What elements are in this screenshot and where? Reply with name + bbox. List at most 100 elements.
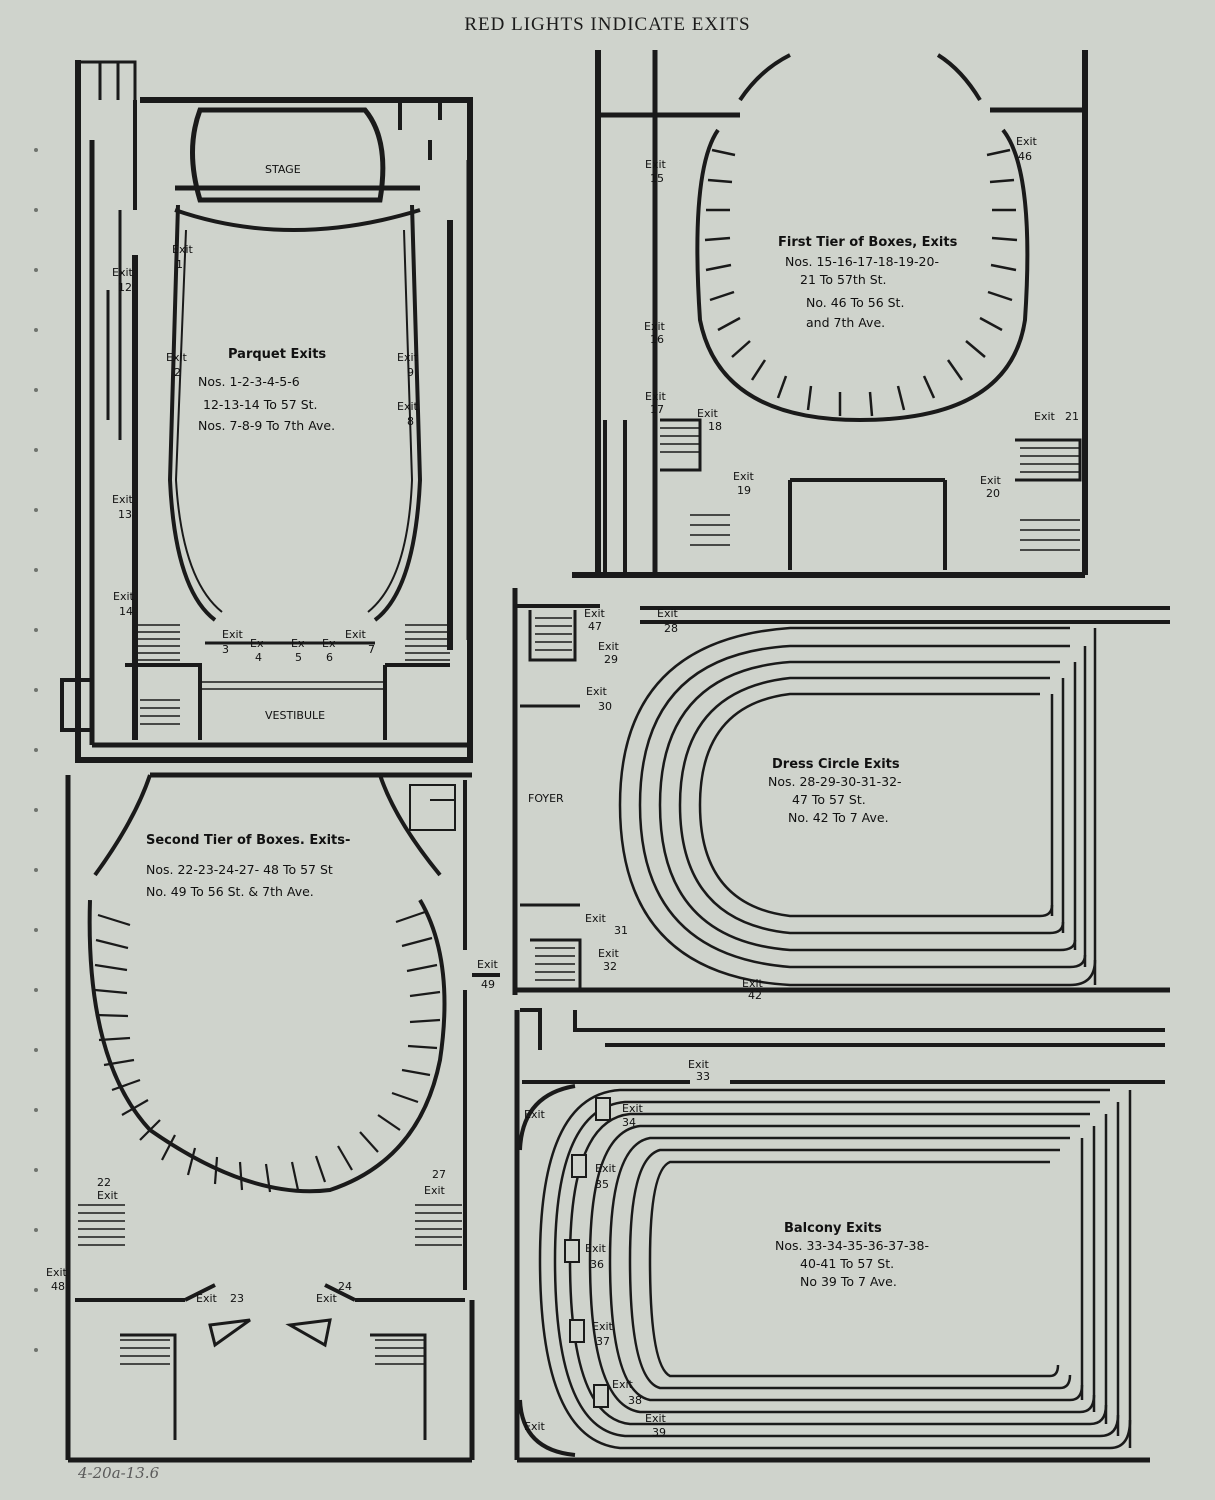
dress-circle-line-2: 47 To 57 St. bbox=[792, 792, 866, 807]
exit-19-number: 19 bbox=[737, 484, 751, 497]
dress-circle-stairs bbox=[535, 617, 575, 981]
exit-24-number: 24 bbox=[338, 1280, 352, 1293]
exit-40-word: Exit bbox=[524, 1108, 546, 1121]
second-tier-line-1: Nos. 22-23-24-27- 48 To 57 St bbox=[146, 862, 333, 877]
dress-circle-title: Dress Circle Exits bbox=[772, 757, 900, 772]
balcony-exit-boxes bbox=[564, 1097, 611, 1408]
exit-39-word: Exit bbox=[645, 1412, 667, 1425]
exit-37-number: 37 bbox=[596, 1335, 610, 1348]
exit-16-number: 16 bbox=[650, 333, 664, 346]
exit-4-number: 4 bbox=[255, 651, 262, 664]
first-tier-panel: First Tier of Boxes, Exits Nos. 15-16-17… bbox=[572, 50, 1088, 578]
dress-circle-line-3: No. 42 To 7 Ave. bbox=[788, 810, 889, 825]
exit-34-number: 34 bbox=[622, 1116, 636, 1129]
vestibule-stairs bbox=[135, 624, 450, 725]
parquet-panel: Parquet Exits Nos. 1-2-3-4-5-6 12-13-14 … bbox=[60, 60, 473, 763]
exit-18-word: Exit bbox=[697, 407, 719, 420]
stage-label: STAGE bbox=[265, 163, 301, 176]
second-tier-partitions bbox=[94, 910, 441, 1193]
exit-5-word: Ex bbox=[291, 637, 305, 650]
exit-6-number: 6 bbox=[326, 651, 333, 664]
balcony-line-1: Nos. 33-34-35-36-37-38- bbox=[775, 1238, 929, 1253]
parquet-line-1: Nos. 1-2-3-4-5-6 bbox=[198, 374, 300, 389]
pencil-note: 4-20a-13.6 bbox=[78, 1464, 160, 1482]
balcony-line-3: No 39 To 7 Ave. bbox=[800, 1274, 897, 1289]
exit-35-number: 35 bbox=[595, 1178, 609, 1191]
exit-48-word: Exit bbox=[46, 1266, 68, 1279]
exit-18-number: 18 bbox=[708, 420, 722, 433]
exit-27-number: 27 bbox=[432, 1168, 446, 1181]
second-tier-line-2: No. 49 To 56 St. & 7th Ave. bbox=[146, 884, 314, 899]
exit-20-number: 20 bbox=[986, 487, 1000, 500]
first-tier-line-1: Nos. 15-16-17-18-19-20- bbox=[785, 254, 939, 269]
exit-27-word: Exit bbox=[424, 1184, 446, 1197]
exit-22-number: 22 bbox=[97, 1176, 111, 1189]
exit-31-number: 31 bbox=[614, 924, 628, 937]
exit-49-number: 49 bbox=[481, 978, 495, 991]
exit-24-word: Exit bbox=[316, 1292, 338, 1305]
exit-46-number: 46 bbox=[1018, 150, 1032, 163]
exit-23-number: 23 bbox=[230, 1292, 244, 1305]
exit-32-word: Exit bbox=[598, 947, 620, 960]
exit-31-word: Exit bbox=[585, 912, 607, 925]
exit-13-word: Exit bbox=[112, 493, 134, 506]
page-header: RED LIGHTS INDICATE EXITS bbox=[464, 14, 751, 35]
exit-41-word: Exit bbox=[524, 1420, 546, 1433]
second-tier-title: Second Tier of Boxes. Exits- bbox=[146, 833, 350, 848]
exit-47-number: 47 bbox=[588, 620, 602, 633]
exit-12-word: Exit bbox=[112, 266, 134, 279]
parquet-line-2: 12-13-14 To 57 St. bbox=[203, 397, 318, 412]
exit-32-number: 32 bbox=[603, 960, 617, 973]
parquet-line-3: Nos. 7-8-9 To 7th Ave. bbox=[198, 418, 335, 433]
exit-42-number: 42 bbox=[748, 989, 762, 1002]
exit-29-word: Exit bbox=[598, 640, 620, 653]
dress-circle-panel: FOYER Dress Circle Exits Nos. 28-29-30-3… bbox=[512, 588, 1170, 1002]
exit-36-word: Exit bbox=[585, 1242, 607, 1255]
dress-circle-tiers bbox=[618, 626, 1097, 987]
exit-38-word: Exit bbox=[612, 1378, 634, 1391]
exit-7-word: Exit bbox=[345, 628, 367, 641]
exit-34-word: Exit bbox=[622, 1102, 644, 1115]
exit-12-number: 12 bbox=[118, 281, 132, 294]
exit-17-number: 17 bbox=[650, 403, 664, 416]
exit-3-word: Exit bbox=[222, 628, 244, 641]
second-tier-panel: Second Tier of Boxes. Exits- Nos. 22-23-… bbox=[46, 772, 500, 1463]
exit-19-word: Exit bbox=[733, 470, 755, 483]
exit-38-number: 38 bbox=[628, 1394, 642, 1407]
exit-48-number: 48 bbox=[51, 1280, 65, 1293]
exit-5-number: 5 bbox=[295, 651, 302, 664]
exit-7-number: 7 bbox=[368, 643, 375, 656]
exit-22-word: Exit bbox=[97, 1189, 119, 1202]
second-tier-stairs bbox=[78, 1204, 462, 1365]
exit-9-word: Exit bbox=[397, 351, 419, 364]
exit-21-number: 21 bbox=[1065, 410, 1079, 423]
exit-2-word: Exit bbox=[166, 351, 188, 364]
dress-circle-line-1: Nos. 28-29-30-31-32- bbox=[768, 774, 902, 789]
exit-39-number: 39 bbox=[652, 1426, 666, 1439]
foyer-label: FOYER bbox=[528, 792, 564, 805]
exit-37-word: Exit bbox=[592, 1320, 614, 1333]
exit-1-number: 1 bbox=[176, 258, 183, 271]
balcony-tiers bbox=[538, 1088, 1132, 1450]
exit-30-number: 30 bbox=[598, 700, 612, 713]
exit-28-word: Exit bbox=[657, 607, 679, 620]
exit-8-number: 8 bbox=[407, 415, 414, 428]
exit-47-word: Exit bbox=[584, 607, 606, 620]
exit-20-word: Exit bbox=[980, 474, 1002, 487]
exit-15-word: Exit bbox=[645, 158, 667, 171]
exit-28-number: 28 bbox=[664, 622, 678, 635]
exit-23-word: Exit bbox=[196, 1292, 218, 1305]
exit-49-word: Exit bbox=[477, 958, 499, 971]
first-tier-line-2: 21 To 57th St. bbox=[800, 272, 887, 287]
exit-15-number: 15 bbox=[650, 172, 664, 185]
exit-33-word: Exit bbox=[688, 1058, 710, 1071]
box-partitions bbox=[704, 148, 1018, 417]
first-tier-line-4: and 7th Ave. bbox=[806, 315, 885, 330]
exit-8-word: Exit bbox=[397, 400, 419, 413]
exit-14-word: Exit bbox=[113, 590, 135, 603]
exit-13-number: 13 bbox=[118, 508, 132, 521]
exit-21-word: Exit bbox=[1034, 410, 1056, 423]
exit-42-word: Exit bbox=[742, 977, 764, 990]
first-tier-stairs bbox=[660, 427, 1080, 551]
